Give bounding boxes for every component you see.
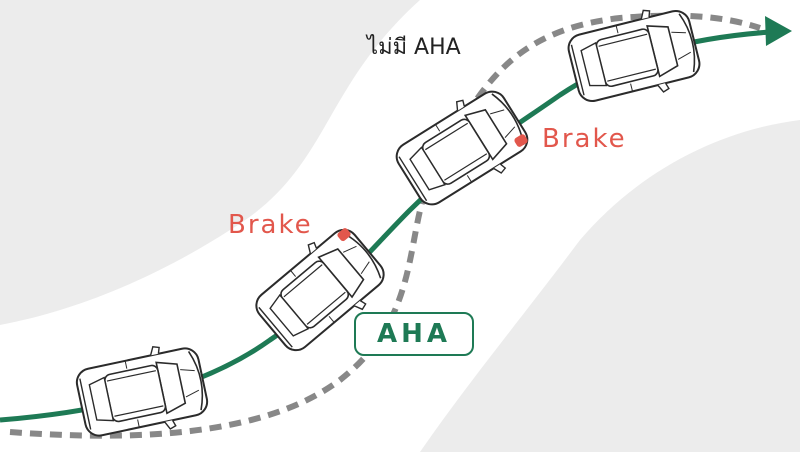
car-icon — [244, 216, 396, 364]
road-shoulder-upper — [0, 0, 420, 325]
aha-callout: AHA — [354, 312, 474, 356]
aha-label: AHA — [376, 319, 451, 349]
brake-light — [514, 134, 528, 147]
brake-label: Brake — [542, 124, 627, 154]
no-aha-path — [9, 12, 761, 439]
car-icon — [386, 78, 538, 218]
arrow-head-icon — [765, 16, 792, 46]
brake-light — [337, 228, 351, 242]
road-shoulder-lower — [420, 120, 800, 452]
brake-label: Brake — [228, 210, 313, 240]
without-aha-label: ไม่มี AHA — [367, 35, 461, 60]
